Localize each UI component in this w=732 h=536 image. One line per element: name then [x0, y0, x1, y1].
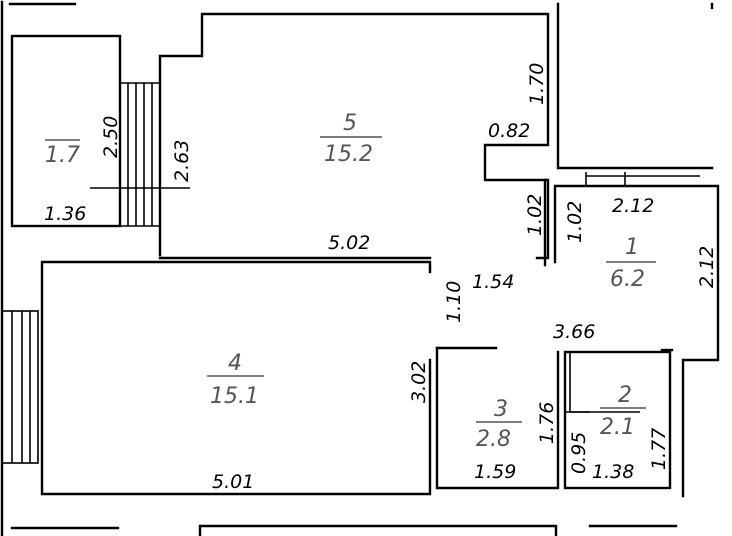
room-number: 2	[618, 383, 632, 408]
dim-hall-left: 1.02	[564, 201, 586, 243]
room-area: 15.1	[210, 384, 259, 409]
room-area: 2.1	[600, 415, 635, 440]
label-room3: 3 2.8	[476, 397, 522, 452]
room2-niche	[569, 352, 590, 413]
dim-room5-right-top: 1.70	[526, 63, 548, 105]
room-number: 5	[343, 111, 357, 136]
dim-hall-wall: 1.10	[443, 281, 465, 323]
dim-hall-top: 2.12	[612, 195, 654, 217]
dim-hall-bottom: 3.66	[553, 321, 595, 343]
room-number: 1	[625, 235, 639, 260]
hall-wall	[553, 184, 720, 498]
dim-room2-left: 0.95	[568, 432, 590, 474]
label-room2: 2 2.1	[600, 383, 646, 440]
room4-steps	[1, 310, 39, 464]
dim-room5-bottom: 5.02	[328, 232, 370, 254]
label-room1: 1 6.2	[606, 235, 656, 292]
room-area: 1.7	[45, 143, 80, 168]
balcony-steps	[90, 82, 190, 227]
dim-room4-bottom: 5.01	[212, 471, 254, 493]
dim-room3-right: 1.76	[536, 402, 558, 444]
room-number: 3	[494, 397, 508, 422]
dim-room5-notch: 0.82	[488, 120, 530, 142]
dim-hall-right: 2.12	[696, 246, 718, 288]
room3-box	[435, 346, 560, 490]
right-wall-upper	[556, 2, 714, 170]
label-room5: 5 15.2	[320, 111, 382, 167]
room4-wall	[40, 260, 432, 496]
dim-room2-bottom: 1.38	[592, 461, 634, 483]
room-area: 15.2	[324, 142, 373, 167]
dim-balcony-height: 2.50	[100, 116, 122, 158]
dim-corridor-left: 1.02	[524, 194, 546, 236]
dim-hall-opening: 1.54	[472, 271, 514, 293]
room2-wall	[563, 350, 672, 490]
dim-room5-left: 2.63	[171, 140, 193, 182]
label-room4: 4 15.1	[207, 351, 264, 409]
balcony-wall	[10, 34, 122, 228]
room5-wall	[158, 12, 550, 260]
room-area: 6.2	[610, 267, 645, 292]
dim-balcony-width: 1.36	[44, 203, 86, 225]
dim-room2-right: 1.77	[648, 428, 670, 470]
dim-room4-right: 3.02	[408, 361, 430, 403]
bottom-wall-right	[198, 524, 558, 536]
label-balcony: 1.7	[45, 139, 80, 168]
room-number: 4	[228, 351, 242, 376]
dim-room3-bottom: 1.59	[474, 461, 516, 483]
room-area: 2.8	[476, 427, 511, 452]
